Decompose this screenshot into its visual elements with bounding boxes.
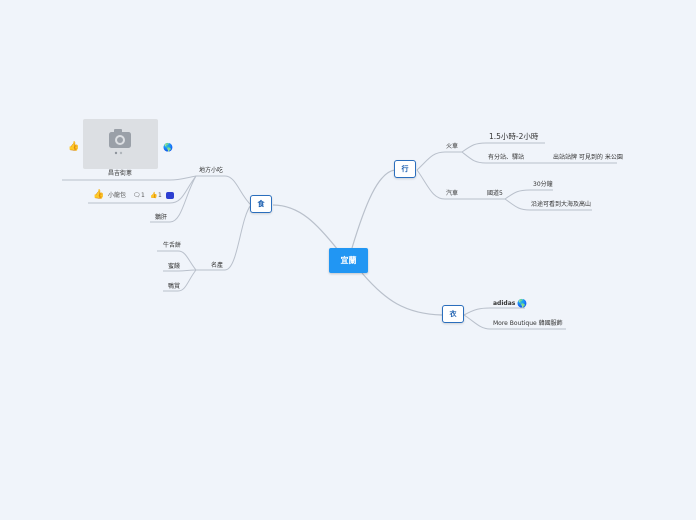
thumbs-up-icon[interactable]: 👍 xyxy=(68,142,80,152)
topic-car-time[interactable]: 30分鐘 xyxy=(533,181,553,188)
branch-food[interactable]: 食 xyxy=(250,195,272,213)
topic-clothing-boutique[interactable]: More Boutique 韓國服飾 xyxy=(493,320,563,327)
like-icon[interactable]: 👍 xyxy=(150,192,158,199)
branch-clothing[interactable]: 衣 xyxy=(442,305,464,323)
topic-specialty-item[interactable]: 牛舌餅 xyxy=(163,242,182,249)
app-badge-icon[interactable] xyxy=(166,192,174,199)
connector-center-travel xyxy=(351,169,396,249)
topic-train-stations[interactable]: 有分站、驛站 xyxy=(488,154,525,161)
topic-clothing-adidas[interactable]: adidas xyxy=(493,300,516,307)
connector-center-food xyxy=(272,204,339,251)
topic-specialty-item[interactable]: 蜜餞 xyxy=(168,263,181,270)
globe-icon[interactable]: 🌎 xyxy=(163,143,173,152)
like-count: 1 xyxy=(158,192,162,199)
thumbs-up-icon[interactable]: 👍 xyxy=(93,190,105,200)
topic-photo-image[interactable] xyxy=(83,119,158,169)
topic-car[interactable]: 汽車 xyxy=(446,190,459,197)
topic-car-highway[interactable]: 國道5 xyxy=(487,190,503,197)
comment-author: 小龍包 xyxy=(108,192,127,199)
topic-specialties[interactable]: 名產 xyxy=(211,262,224,269)
topic-local-snacks[interactable]: 地方小吃 xyxy=(199,167,224,174)
comment-count: 1 xyxy=(141,192,145,199)
topic-train[interactable]: 火車 xyxy=(446,143,459,150)
connector-center-clothing xyxy=(361,272,443,316)
globe-icon[interactable]: 🌎 xyxy=(517,299,527,308)
camera-icon xyxy=(109,129,131,155)
branch-travel[interactable]: 行 xyxy=(394,160,416,178)
topic-photo-caption[interactable]: 昌吉街蔥 xyxy=(108,170,133,177)
topic-specialty-item[interactable]: 鴨賞 xyxy=(168,283,181,290)
comment-icon[interactable]: 🗨 xyxy=(133,192,141,199)
topic-train-stations-note[interactable]: 出站站牌 可見到的 米公園 xyxy=(553,154,623,161)
central-topic[interactable]: 宜蘭 xyxy=(329,248,368,273)
topic-car-view[interactable]: 沿途可看到大海及高山 xyxy=(531,201,592,208)
topic-snack-item[interactable]: 鵝肝 xyxy=(155,214,168,221)
topic-train-duration[interactable]: 1.5小時-2小時 xyxy=(489,132,539,141)
